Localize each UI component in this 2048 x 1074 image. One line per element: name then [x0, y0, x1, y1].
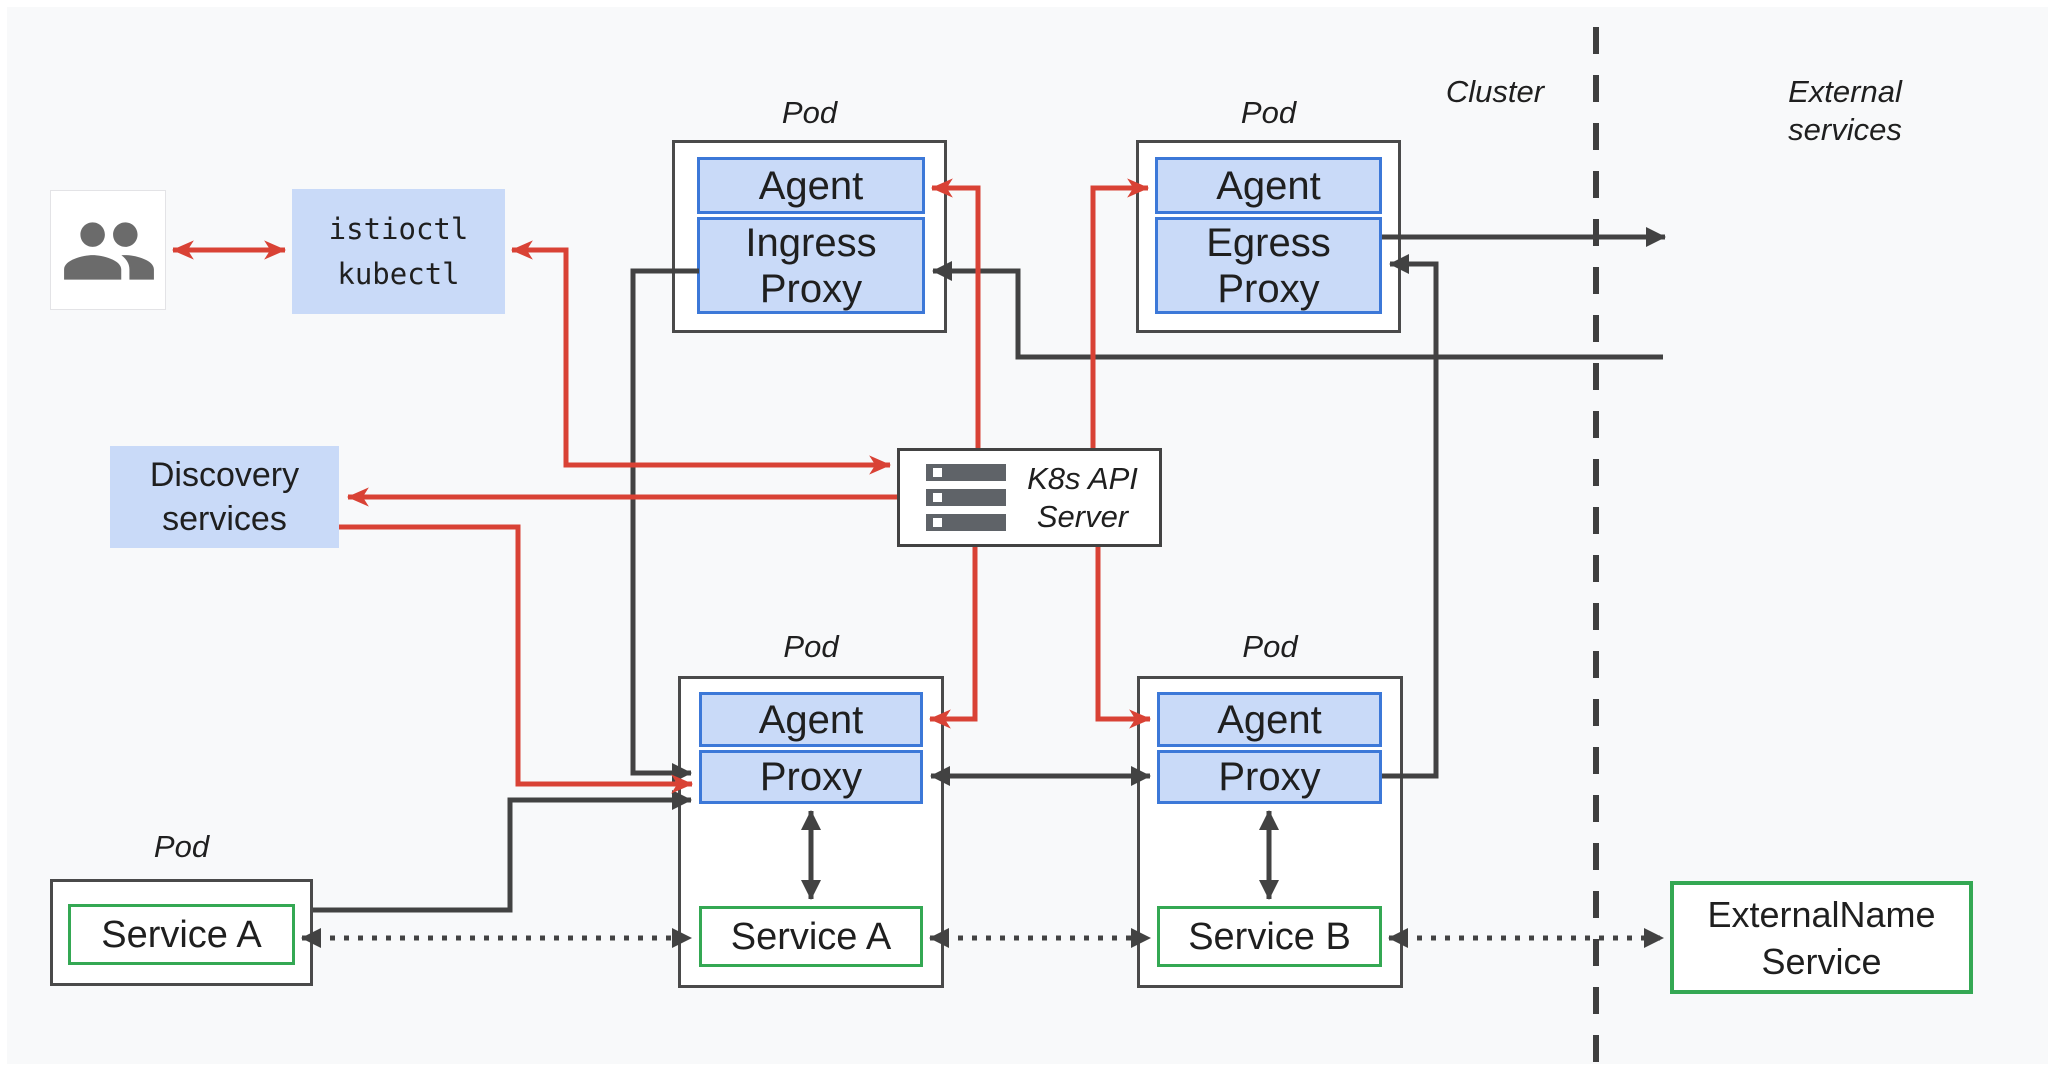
top-margin: [0, 0, 2048, 7]
people-icon: [64, 222, 154, 280]
pod-b-proxy-node: Proxy: [1157, 750, 1382, 804]
k8s-api-server-label: K8s API Server: [1027, 460, 1138, 534]
bottom-margin: [0, 1064, 2048, 1074]
edge-discovery-to-pod-a-proxy: [339, 524, 694, 794]
client-pod-label: Pod: [153, 829, 210, 864]
client-service-a-node: Service A: [68, 904, 295, 965]
cluster-label: Cluster: [1445, 74, 1545, 109]
external-services-label: External services: [1788, 74, 1902, 147]
egress-proxy-node: Egress Proxy: [1155, 217, 1382, 314]
users-node: [50, 190, 166, 310]
pod-b-agent-node: Agent: [1157, 692, 1382, 747]
cli-node: istioctl kubectl: [292, 189, 505, 314]
service-b-node: Service B: [1157, 906, 1382, 967]
server-icon: [926, 463, 1006, 531]
service-a-node: Service A: [699, 906, 923, 967]
pod-a-agent-node: Agent: [699, 692, 923, 747]
ingress-proxy-node: Ingress Proxy: [697, 217, 925, 314]
left-margin: [0, 0, 7, 1064]
k8s-api-server-node: K8s API Server: [897, 448, 1162, 547]
externalname-service-node: ExternalName Service: [1670, 881, 1973, 994]
discovery-services-node: Discovery services: [110, 446, 339, 548]
pod-a-proxy-node: Proxy: [699, 750, 923, 804]
egress-agent-node: Agent: [1155, 157, 1382, 214]
egress-pod-label: Pod: [1240, 95, 1297, 130]
pod-b-label: Pod: [1242, 629, 1298, 664]
pod-a-label: Pod: [783, 629, 839, 664]
ingress-agent-node: Agent: [697, 157, 925, 214]
edge-client-pod-to-pod-a-proxy: [313, 790, 692, 913]
ingress-pod-label: Pod: [781, 95, 838, 130]
